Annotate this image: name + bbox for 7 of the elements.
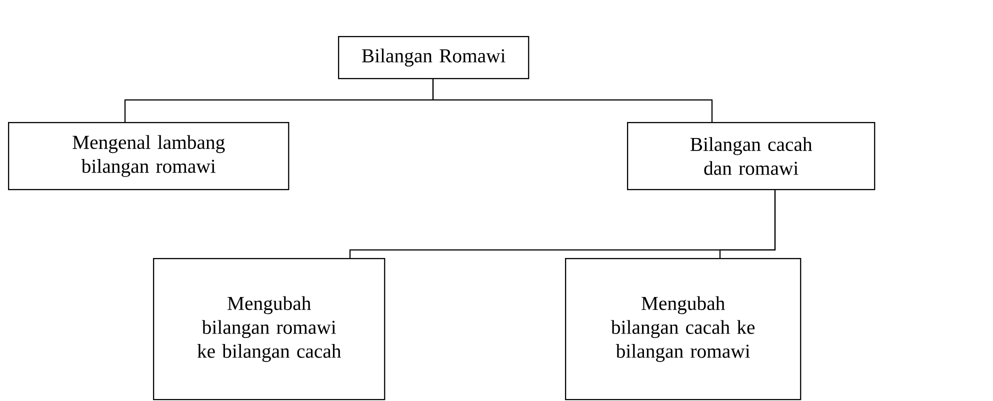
connector-line: [432, 79, 713, 122]
connector-line: [719, 190, 776, 258]
box: Mengubah bilangan cacah ke bilangan romawi: [565, 258, 802, 400]
box: Bilangan Romawi: [338, 36, 530, 80]
box: Mengenal lambang bilangan romawi: [8, 122, 290, 190]
box: Mengubah bilangan romawi ke bilangan cacah: [153, 258, 386, 400]
box: Bilangan cacah dan romawi: [627, 122, 876, 190]
